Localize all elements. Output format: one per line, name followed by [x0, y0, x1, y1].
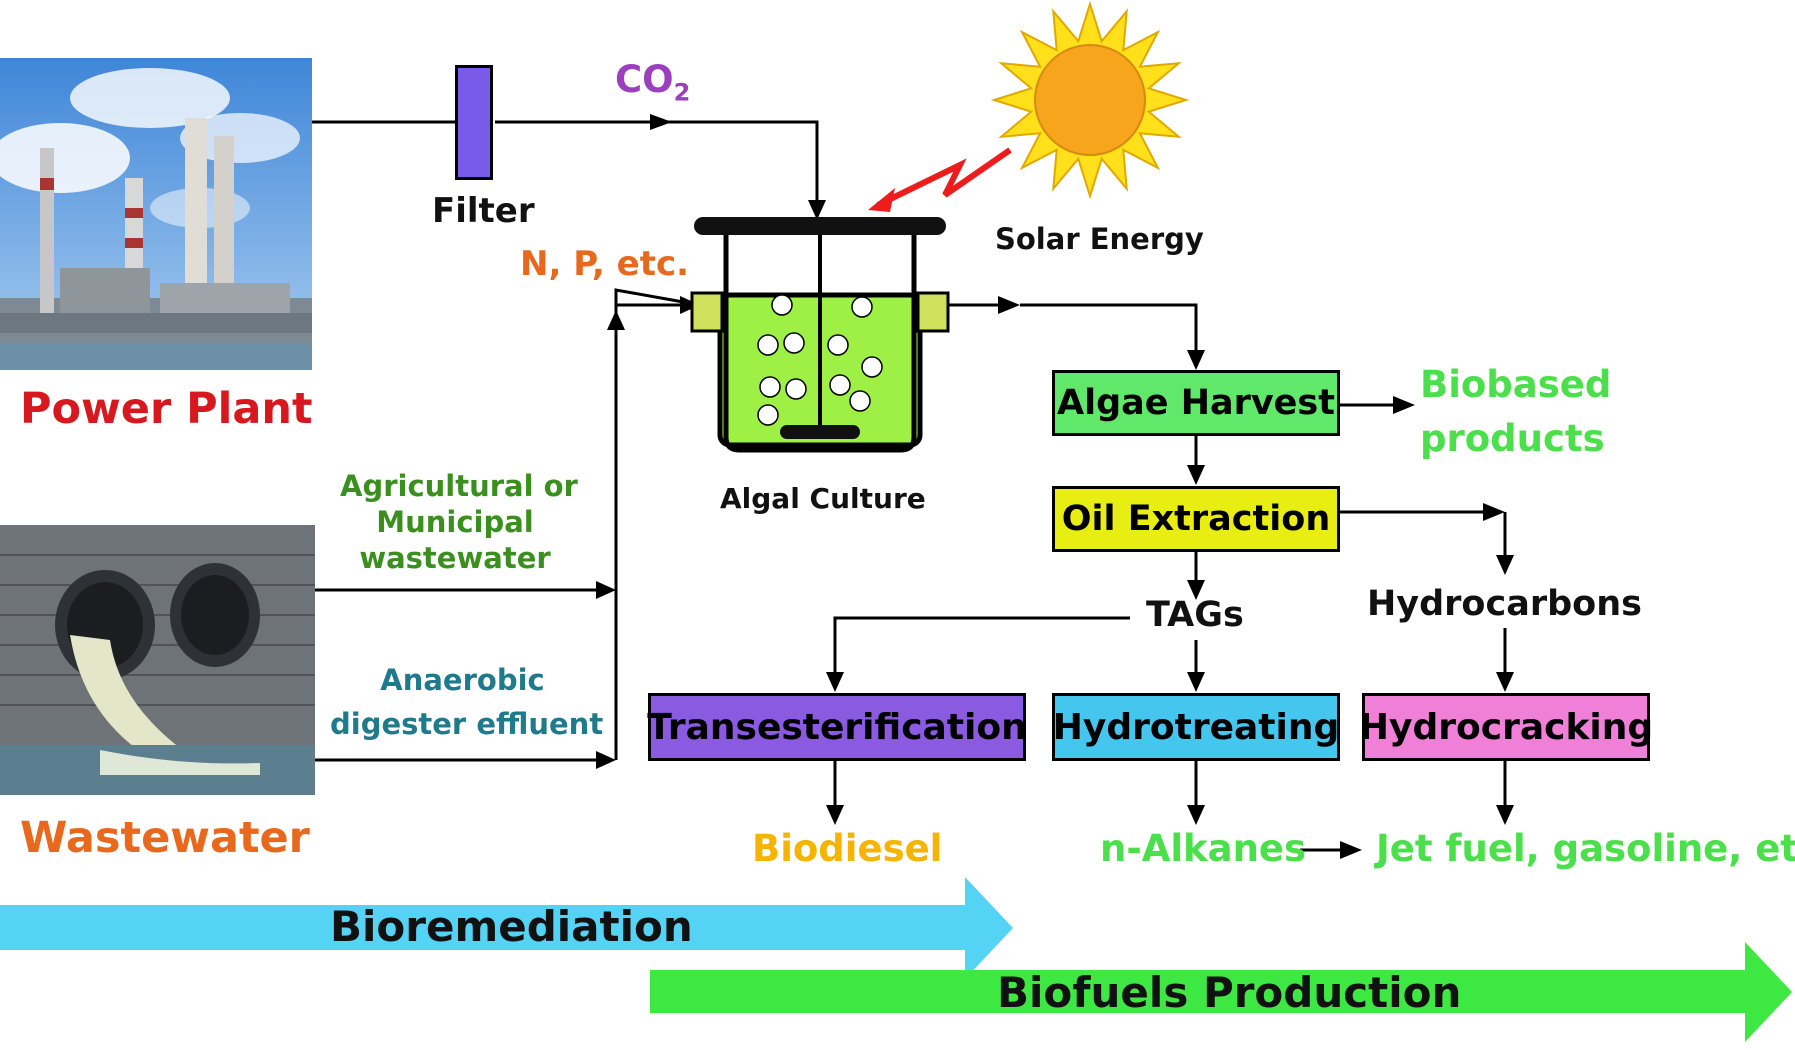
hydrotreating-box: Hydrotreating: [1052, 693, 1340, 761]
bioremediation-arrow: [0, 877, 1013, 979]
bubble: [827, 334, 849, 356]
bubble: [759, 376, 781, 398]
algae-harvest-box: Algae Harvest: [1052, 370, 1340, 436]
biobased-products-label: Biobased products: [1420, 358, 1611, 466]
jet-fuel-label: Jet fuel, gasoline, etc.: [1376, 827, 1795, 870]
biofuels-production-label: Biofuels Production: [997, 968, 1462, 1017]
anaerobic-line1: Anaerobic: [380, 663, 545, 697]
bubble: [771, 294, 793, 316]
lightning-arrow-icon: [868, 147, 1012, 212]
co2-text: CO: [615, 58, 674, 101]
filter-icon: [455, 65, 493, 180]
bioreactor-icon: [690, 217, 950, 453]
bubble: [861, 356, 883, 378]
solar-energy-label: Solar Energy: [995, 222, 1204, 256]
agri-wastewater-label: Agricultural or Municipal wastewater: [340, 468, 578, 576]
power-plant-photo: [0, 58, 312, 370]
bubble: [783, 332, 805, 354]
nutrients-label: N, P, etc.: [520, 244, 690, 284]
agri-line2: Municipal: [376, 505, 534, 539]
n-alkanes-label: n-Alkanes: [1100, 827, 1307, 870]
bubble: [849, 390, 871, 412]
wastewater-label: Wastewater: [20, 813, 310, 863]
anaerobic-line2: digester effluent: [330, 707, 604, 741]
bubble: [757, 334, 779, 356]
filter-label: Filter: [432, 191, 535, 231]
biodiesel-label: Biodiesel: [752, 827, 943, 870]
sun-icon: [990, 0, 1190, 200]
bubble: [785, 378, 807, 400]
bubble: [851, 296, 873, 318]
power-plant-label: Power Plant: [20, 384, 313, 434]
wastewater-photo: [0, 525, 315, 795]
oil-extraction-box: Oil Extraction: [1052, 486, 1340, 552]
agri-line3: wastewater: [359, 541, 551, 575]
bubble: [829, 374, 851, 396]
transesterification-box: Transesterification: [647, 693, 1027, 761]
tags-label: TAGs: [1146, 595, 1244, 635]
biobased-line2: products: [1420, 417, 1605, 460]
biobased-line1: Biobased: [1420, 363, 1612, 406]
co2-subscript: 2: [673, 78, 691, 107]
algal-culture-label: Algal Culture: [720, 482, 926, 515]
hydrocracking-box: Hydrocracking: [1359, 693, 1653, 761]
bioremediation-label: Bioremediation: [330, 902, 693, 951]
bubble: [757, 404, 779, 426]
co2-label: CO2: [615, 58, 691, 107]
hydrocarbons-label: Hydrocarbons: [1367, 584, 1642, 624]
agri-line1: Agricultural or: [340, 469, 578, 503]
biofuels-arrow: [650, 942, 1792, 1042]
anaerobic-label: Anaerobic digester effluent: [330, 658, 604, 746]
